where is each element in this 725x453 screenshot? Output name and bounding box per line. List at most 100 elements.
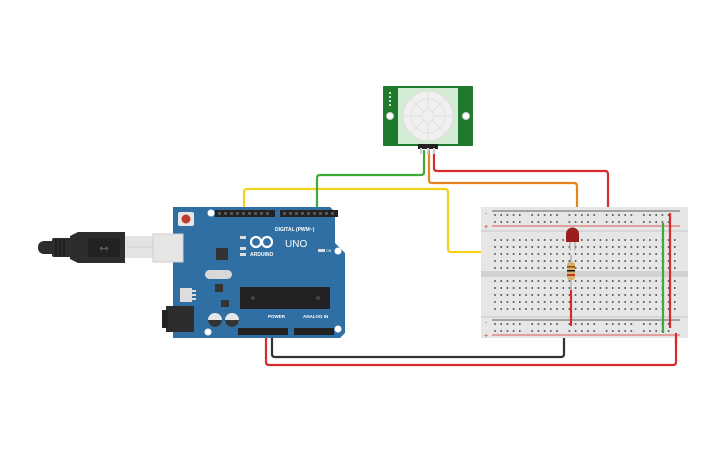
breadboard-hole[interactable]	[568, 330, 571, 332]
breadboard-hole[interactable]	[636, 253, 639, 255]
breadboard-hole[interactable]	[500, 280, 502, 282]
breadboard-hole[interactable]	[525, 294, 527, 296]
breadboard-hole[interactable]	[537, 260, 540, 262]
breadboard-hole[interactable]	[537, 280, 540, 282]
breadboard-hole[interactable]	[674, 301, 676, 303]
breadboard-hole[interactable]	[612, 323, 614, 325]
wire-orange[interactable]	[427, 150, 579, 222]
breadboard-hole[interactable]	[661, 214, 664, 216]
breadboard-hole[interactable]	[630, 214, 633, 216]
breadboard-hole[interactable]	[531, 294, 533, 296]
breadboard-hole[interactable]	[519, 301, 521, 303]
breadboard-hole[interactable]	[531, 301, 533, 303]
breadboard-hole[interactable]	[494, 260, 496, 262]
breadboard-hole[interactable]	[512, 221, 515, 223]
breadboard-hole[interactable]	[494, 214, 496, 216]
breadboard-hole[interactable]	[612, 294, 614, 296]
breadboard-hole[interactable]	[643, 280, 645, 282]
breadboard-hole[interactable]	[593, 308, 595, 310]
breadboard-hole[interactable]	[519, 260, 521, 262]
breadboard-hole[interactable]	[581, 301, 583, 303]
breadboard-hole[interactable]	[506, 330, 509, 332]
breadboard-hole[interactable]	[531, 280, 533, 282]
breadboard-hole[interactable]	[599, 253, 602, 255]
breadboard-hole[interactable]	[494, 308, 496, 310]
wire-yellow[interactable]	[242, 187, 577, 254]
breadboard-hole[interactable]	[500, 253, 502, 255]
breadboard-hole[interactable]	[674, 294, 676, 296]
breadboard-hole[interactable]	[655, 246, 657, 248]
breadboard-hole[interactable]	[581, 280, 583, 282]
breadboard-hole[interactable]	[612, 246, 614, 248]
breadboard-hole[interactable]	[605, 308, 608, 310]
breadboard-hole[interactable]	[506, 260, 509, 262]
breadboard-hole[interactable]	[630, 323, 633, 325]
breadboard-hole[interactable]	[630, 246, 633, 248]
breadboard-hole[interactable]	[649, 221, 651, 223]
breadboard-hole[interactable]	[636, 246, 639, 248]
breadboard-hole[interactable]	[624, 301, 626, 303]
breadboard-hole[interactable]	[643, 330, 645, 332]
breadboard-hole[interactable]	[612, 280, 614, 282]
breadboard-hole[interactable]	[556, 330, 558, 332]
breadboard-hole[interactable]	[667, 214, 670, 216]
breadboard-hole[interactable]	[605, 260, 608, 262]
breadboard-hole[interactable]	[500, 308, 502, 310]
breadboard-hole[interactable]	[500, 214, 502, 216]
breadboard-hole[interactable]	[494, 253, 496, 255]
breadboard-hole[interactable]	[667, 287, 670, 289]
breadboard-hole[interactable]	[593, 287, 595, 289]
breadboard-hole[interactable]	[643, 246, 645, 248]
breadboard-hole[interactable]	[562, 267, 564, 269]
breadboard-hole[interactable]	[587, 246, 589, 248]
breadboard-hole[interactable]	[512, 253, 515, 255]
breadboard-hole[interactable]	[494, 301, 496, 303]
breadboard-hole[interactable]	[562, 301, 564, 303]
breadboard-hole[interactable]	[568, 260, 571, 262]
breadboard-hole[interactable]	[667, 267, 670, 269]
breadboard-hole[interactable]	[630, 308, 633, 310]
breadboard-hole[interactable]	[519, 267, 521, 269]
breadboard-hole[interactable]	[556, 267, 558, 269]
breadboard-hole[interactable]	[605, 221, 608, 223]
breadboard-hole[interactable]	[568, 280, 571, 282]
breadboard-hole[interactable]	[550, 323, 552, 325]
breadboard-hole[interactable]	[655, 287, 657, 289]
breadboard-hole[interactable]	[519, 308, 521, 310]
breadboard-hole[interactable]	[624, 253, 626, 255]
breadboard-hole[interactable]	[593, 260, 595, 262]
breadboard-hole[interactable]	[581, 267, 583, 269]
breadboard-hole[interactable]	[531, 221, 533, 223]
breadboard-hole[interactable]	[674, 280, 676, 282]
breadboard-hole[interactable]	[500, 301, 502, 303]
analog-header[interactable]	[294, 328, 334, 335]
breadboard-hole[interactable]	[550, 221, 552, 223]
breadboard-hole[interactable]	[525, 260, 527, 262]
arduino-uno[interactable]: DIGITAL (PWM~) ARDUINO UNO ON	[152, 207, 345, 338]
breadboard-hole[interactable]	[556, 260, 558, 262]
breadboard-hole[interactable]	[612, 221, 614, 223]
breadboard-hole[interactable]	[667, 330, 670, 332]
breadboard-hole[interactable]	[500, 260, 502, 262]
breadboard-hole[interactable]	[605, 267, 608, 269]
breadboard-hole[interactable]	[574, 301, 577, 303]
breadboard-hole[interactable]	[550, 260, 552, 262]
breadboard-hole[interactable]	[630, 294, 633, 296]
breadboard-hole[interactable]	[593, 323, 595, 325]
breadboard-hole[interactable]	[674, 308, 676, 310]
breadboard-hole[interactable]	[506, 267, 509, 269]
breadboard-hole[interactable]	[519, 323, 521, 325]
breadboard-hole[interactable]	[643, 267, 645, 269]
breadboard-hole[interactable]	[519, 221, 521, 223]
breadboard-hole[interactable]	[624, 221, 626, 223]
led[interactable]	[566, 227, 579, 251]
breadboard-hole[interactable]	[512, 246, 515, 248]
breadboard-hole[interactable]	[605, 301, 608, 303]
breadboard-hole[interactable]	[593, 221, 595, 223]
breadboard-hole[interactable]	[618, 287, 620, 289]
breadboard-hole[interactable]	[519, 214, 521, 216]
breadboard-hole[interactable]	[512, 330, 515, 332]
breadboard-hole[interactable]	[667, 253, 670, 255]
breadboard-hole[interactable]	[537, 214, 540, 216]
breadboard-hole[interactable]	[667, 301, 670, 303]
